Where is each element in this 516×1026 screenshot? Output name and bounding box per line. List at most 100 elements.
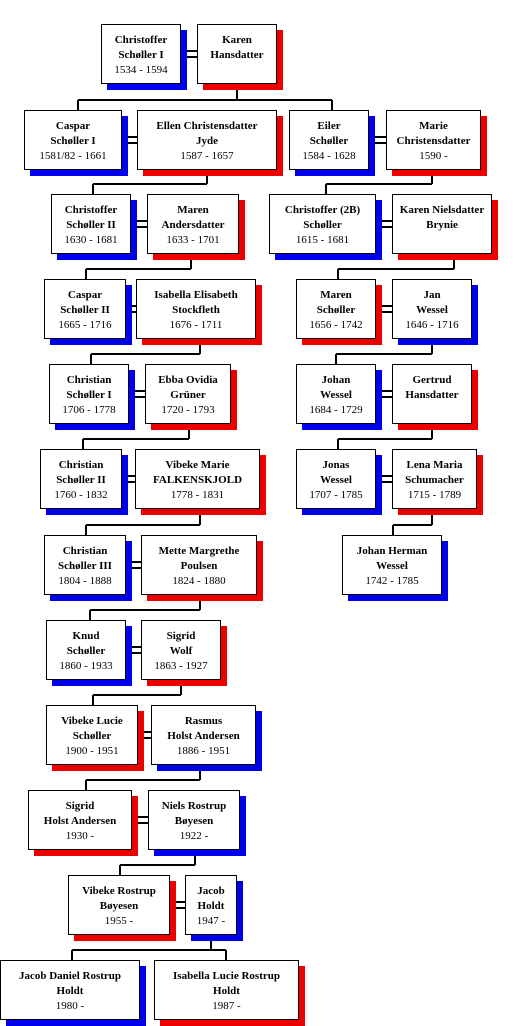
person-name-line2: Holdt [197,900,225,912]
person-name-line2: Schøller II [60,304,110,316]
person-name-line2: Schøller [309,135,349,147]
person-name-line2: Schøller I [50,135,96,147]
person-name-line2: Holdt [56,985,84,997]
person-years: 1590 - [419,150,448,162]
person-name-line2: Wessel [376,560,408,572]
person-years: 1860 - 1933 [59,660,113,672]
person-years: 1584 - 1628 [302,150,356,162]
person-years: 1947 - [196,915,226,927]
person-name-line1: Caspar [55,120,91,132]
person-name-line1: Christoffer [64,204,118,216]
person-name-line2: FALKENSKJOLD [152,474,243,486]
person-name-line1: Vibeke Marie [165,459,230,471]
person-name-line1: Rasmus [184,715,223,727]
person-name-line2: Schøller [66,645,106,657]
person-years: 1587 - 1657 [180,150,234,162]
person-name-line2: Schøller II [56,474,106,486]
person-name-line1: Gertrud [412,374,452,386]
person-name-line1: Jacob Daniel Rostrup [18,970,122,982]
person-years: 1630 - 1681 [64,234,118,246]
person-name-line2: Hansdatter [210,49,264,61]
person-name-line1: Maren [177,204,209,216]
person-name-line2: Holst Andersen [167,730,240,742]
person-years: 1804 - 1888 [58,575,112,587]
person-name-line2: Poulsen [180,560,218,572]
person-years: 1656 - 1742 [309,319,363,331]
person-name-line1: Caspar [67,289,103,301]
person-name-line2: Bøyesen [99,900,139,912]
person-years: 1615 - 1681 [295,234,350,246]
person-name-line1: Jonas [322,459,350,471]
person-years: 1706 - 1778 [62,404,116,416]
person-name-line1: Christoffer (2B) [284,204,361,216]
person-name-line1: Knud [72,630,100,642]
person-name-line1: Ellen Christensdatter [156,120,258,132]
person-name-line1: Ebba Ovidia [158,374,218,386]
person-name-line1: Karen Nielsdatter [399,204,485,216]
person-name-line1: Maren [320,289,352,301]
person-name-line2: Wolf [169,645,193,657]
person-name-line1: Vibeke Rostrup [82,885,156,897]
person-years: 1760 - 1832 [54,489,108,501]
person-years: 1676 - 1711 [169,319,223,331]
person-name-line2: Schøller [303,219,342,231]
person-name-line1: Christian [62,545,108,557]
person-years: 1987 - [212,1000,241,1012]
person-name-line1: Johan [321,374,351,386]
person-name-line2: Holdt [213,985,240,997]
person-name-line2: Schøller I [118,49,164,61]
person-name-line2: Schøller [316,304,356,316]
person-years: 1900 - 1951 [65,745,119,757]
person-name-line1: Johan Herman [356,545,428,557]
person-years: 1922 - [179,830,209,842]
person-name-line2: Wessel [320,389,352,401]
person-years: 1824 - 1880 [172,575,226,587]
person-name-line1: Christoffer [114,34,168,46]
person-name-line2: Schøller [72,730,112,742]
person-name-line1: Isabella Elisabeth [154,289,238,301]
person-name-line1: Mette Margrethe [158,545,240,557]
person-name-line2: Grüner [170,389,206,401]
person-years: 1633 - 1701 [166,234,220,246]
person-years: 1684 - 1729 [309,404,363,416]
person-name-line1: Christian [58,459,104,471]
person-name-line2: Holst Andersen [43,815,117,827]
person-name-line2: Schøller III [58,560,112,572]
person-name-line2: Andersdatter [161,219,225,231]
person-years: 1778 - 1831 [170,489,225,501]
person-name-line2: Brynie [426,219,458,231]
person-name-line1: Eiler [317,120,341,132]
person-years: 1646 - 1716 [405,319,459,331]
person-years: 1581/82 - 1661 [39,150,107,162]
person-name-line2: Schøller I [66,389,112,401]
person-name-line1: Isabella Lucie Rostrup [173,970,280,982]
